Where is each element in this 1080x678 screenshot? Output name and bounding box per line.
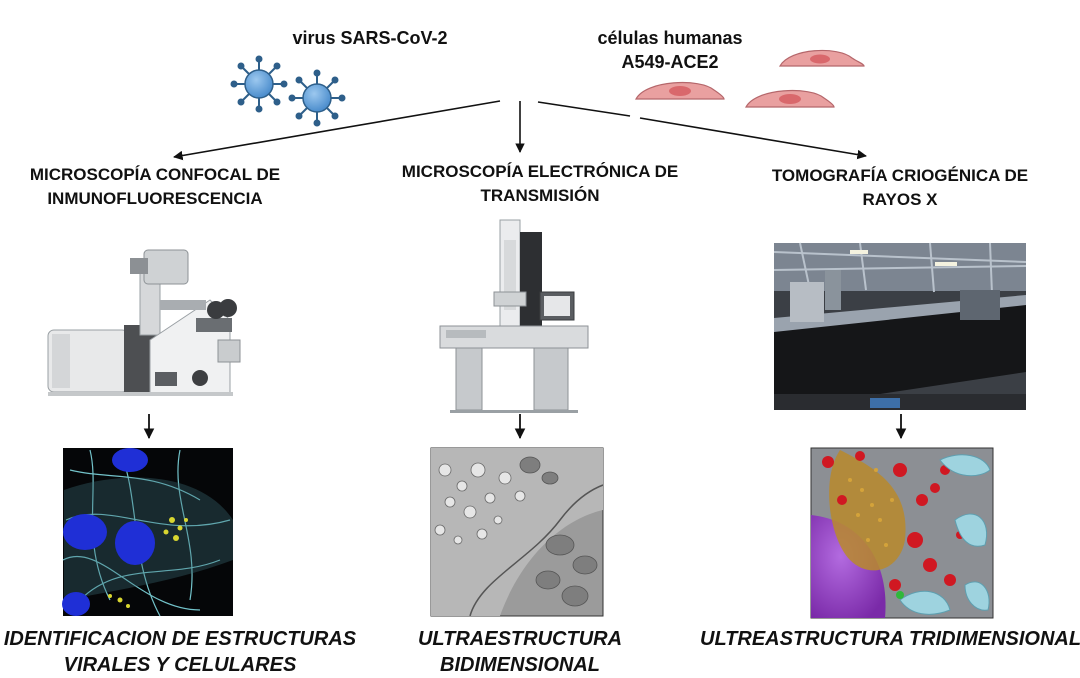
virus-label: virus SARS-CoV-2 — [292, 28, 448, 48]
virus-icon — [288, 69, 346, 127]
cell-icon — [778, 49, 865, 67]
result-caption-tem: ULTRAESTRUCTURA BIDIMENSIONAL — [417, 628, 623, 676]
synchrotron-beamline-photo — [773, 242, 1027, 410]
tomography-result-image — [810, 447, 994, 619]
branch-arrows — [173, 100, 867, 161]
tem-microscope-icon — [439, 219, 589, 413]
confocal-result-image — [62, 448, 233, 617]
cell-icon — [635, 81, 725, 100]
down-arrows — [143, 414, 907, 440]
result-caption-tomography: ULTREASTRUCTURA TRIDIMENSIONAL — [700, 628, 1080, 650]
tem-result-image — [430, 447, 604, 617]
cell-icon — [745, 89, 835, 108]
method-title-tem: MICROSCOPÍA ELECTRÓNICA DE TRANSMISIÓN — [401, 162, 679, 205]
confocal-microscope-icon — [47, 249, 241, 396]
method-title-tomography: TOMOGRAFÍA CRIOGÉNICA DE RAYOS X — [771, 166, 1029, 209]
result-caption-confocal: IDENTIFICACION DE ESTRUCTURAS VIRALES Y … — [3, 628, 357, 676]
cells-label: células humanas A549-ACE2 — [597, 28, 743, 72]
virus-icon — [230, 55, 288, 113]
method-title-confocal: MICROSCOPÍA CONFOCAL DE INMUNOFLUORESCEN… — [29, 165, 281, 208]
